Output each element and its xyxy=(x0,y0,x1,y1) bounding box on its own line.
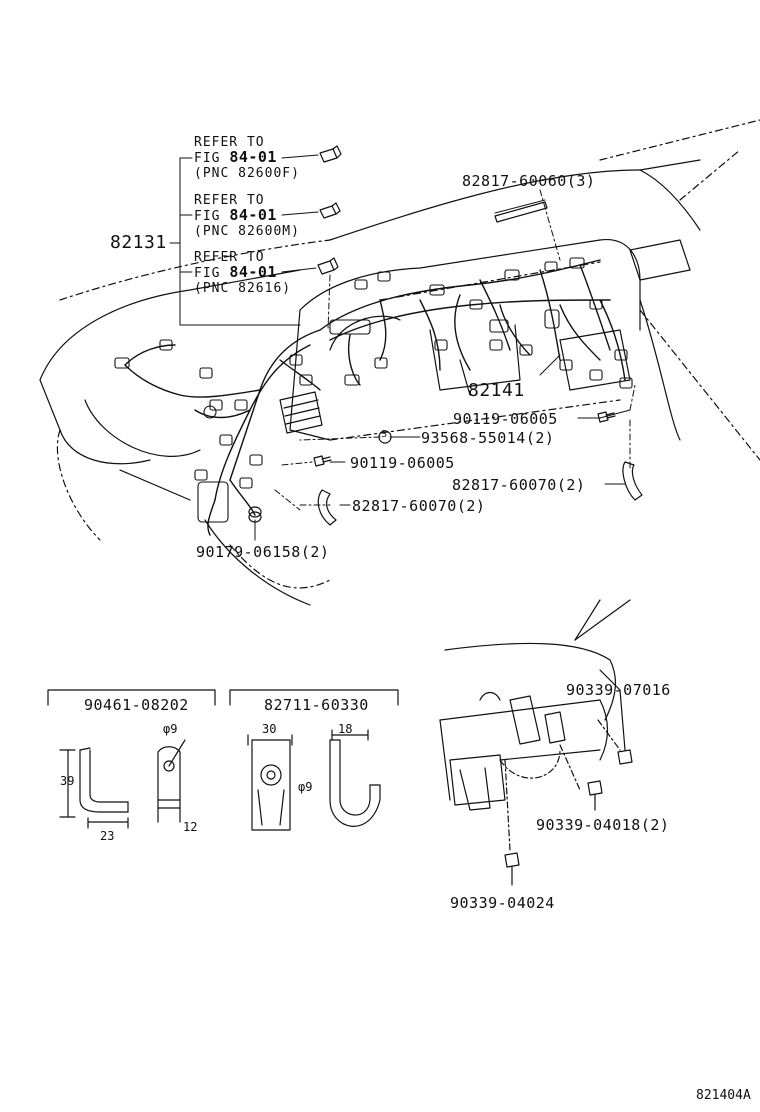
clamp-82711-detail xyxy=(230,690,398,830)
part-82817-60060-label: 82817-60060(3) xyxy=(462,172,596,190)
part-82817-60070-left-label: 82817-60070(2) xyxy=(352,497,486,515)
s-marker-label: S xyxy=(381,429,388,440)
refer-block-2: REFER TO FIG 84-01 (PNC 82600M) xyxy=(194,193,300,239)
part-90339-04018-label: 90339-04018(2) xyxy=(536,816,670,834)
refer-block-1: REFER TO FIG 84-01 (PNC 82600F) xyxy=(194,135,300,181)
clip-90339-04018-icon xyxy=(588,781,602,810)
connector-82600f-icon xyxy=(320,146,341,162)
refer-line: REFER TO xyxy=(194,193,265,208)
clamp-82817-60070-left-icon xyxy=(318,490,336,525)
fig-prefix: FIG xyxy=(194,266,221,281)
part-90461-08202-label: 90461-08202 xyxy=(84,696,189,714)
refer-block-3: REFER TO FIG 84-01 (PNC 82616) xyxy=(194,250,291,296)
detail-view-panel xyxy=(440,600,630,850)
connector-82600m-icon xyxy=(320,203,340,218)
bracket-90461-detail xyxy=(48,690,215,828)
part-90119-06005-right-label: 90119-06005 xyxy=(453,410,558,428)
junction-block xyxy=(280,392,322,433)
leader-lines xyxy=(170,155,635,540)
part-82141-label: 82141 xyxy=(468,380,525,401)
part-90119-06005-left-label: 90119-06005 xyxy=(350,454,455,472)
dim-phi9-right-label: φ9 xyxy=(298,780,313,794)
fig-prefix: FIG xyxy=(194,209,221,224)
fig-number: 84-01 xyxy=(229,206,277,224)
dim-39-label: 39 xyxy=(60,774,75,788)
bolt-90119-right-icon xyxy=(598,412,615,422)
fig-number: 84-01 xyxy=(229,263,277,281)
connector-82616-icon xyxy=(318,258,338,274)
dim-phi9-left-label: φ9 xyxy=(163,722,178,736)
part-90179-06158-label: 90179-06158(2) xyxy=(196,543,330,561)
illustration-code: 821404A xyxy=(696,1088,751,1103)
fig-prefix: FIG xyxy=(194,151,221,166)
pnc-label: (PNC 82600M) xyxy=(194,224,300,239)
clamp-82817-60060-icon xyxy=(495,202,547,222)
pnc-label: (PNC 82616) xyxy=(194,281,292,296)
bolt-90119-left-icon xyxy=(314,456,331,466)
part-90339-04024-label: 90339-04024 xyxy=(450,894,555,912)
part-82131-label: 82131 xyxy=(110,232,167,253)
dim-18-label: 18 xyxy=(338,722,353,736)
refer-line: REFER TO xyxy=(194,250,265,265)
s-marker-icon xyxy=(379,431,391,443)
clip-90339-07016-icon xyxy=(618,750,632,764)
refer-line: REFER TO xyxy=(194,135,265,150)
harness-82141-wires xyxy=(320,260,625,385)
harness-82131-wires xyxy=(125,330,320,535)
dim-23-label: 23 xyxy=(100,829,115,843)
pnc-label: (PNC 82600F) xyxy=(194,166,300,181)
vehicle-body-outline xyxy=(40,120,760,605)
harness-82141-connectors xyxy=(330,258,632,388)
part-90339-07016-label: 90339-07016 xyxy=(566,681,671,699)
fig-number: 84-01 xyxy=(229,148,277,166)
clip-90339-04024-icon xyxy=(505,853,519,885)
part-93568-55014-label: 93568-55014(2) xyxy=(421,429,555,447)
harness-82131-connectors xyxy=(115,340,312,522)
dim-12-label: 12 xyxy=(183,820,198,834)
grommet-90179-icon xyxy=(249,507,261,522)
part-82711-60330-label: 82711-60330 xyxy=(264,696,369,714)
clamp-82817-60070-right-icon xyxy=(623,462,642,500)
dim-30-label: 30 xyxy=(262,722,277,736)
part-82817-60070-right-label: 82817-60070(2) xyxy=(452,476,586,494)
